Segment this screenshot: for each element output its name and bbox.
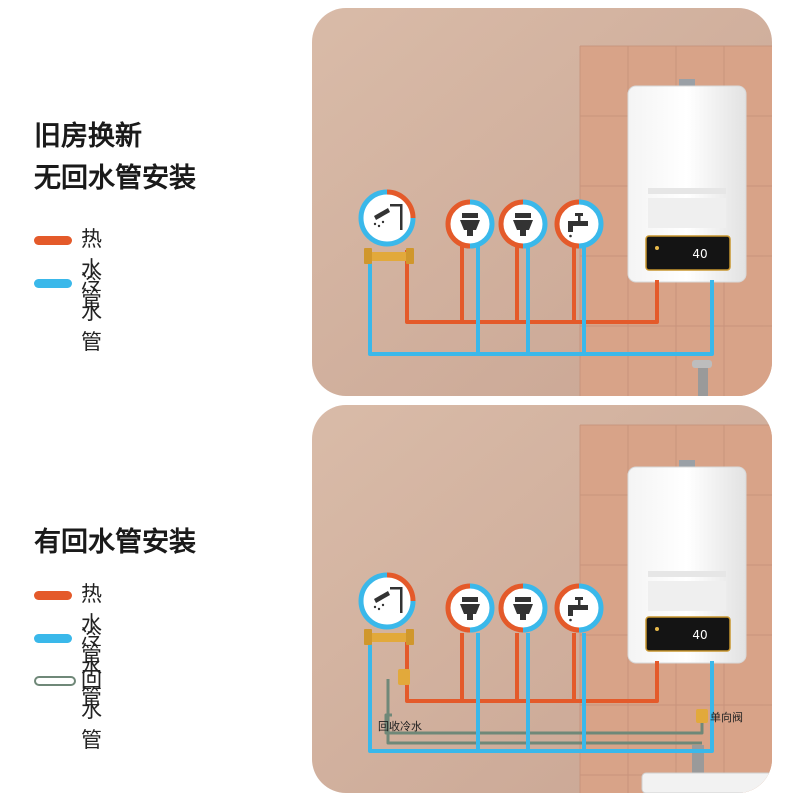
label-sticker [648, 198, 726, 228]
temperature-display: 40 [692, 628, 707, 642]
pipes [368, 243, 714, 356]
bottom-title: 有回水管安装 [34, 527, 196, 558]
hot-pipe-swatch [34, 591, 72, 600]
faucet [692, 360, 712, 396]
cold-pipe-branches [476, 633, 586, 751]
legend-label: 热水管 [81, 582, 102, 666]
check-valve-label: 单向阀 [710, 710, 743, 724]
fixture-toilet-1 [445, 583, 495, 633]
shower-icon [373, 204, 403, 230]
mixing-valve [364, 248, 414, 264]
faucet-icon [568, 213, 588, 238]
hot-pipe-swatch [34, 236, 72, 245]
return-cold-label: 回收冷水 [378, 719, 422, 733]
fixture-faucet [554, 199, 604, 249]
return-fitting [398, 669, 410, 685]
water-heater: 40 [627, 79, 747, 283]
toilet-icon [460, 597, 480, 620]
hot-pipe-main [405, 250, 659, 324]
hot-pipe-branches [460, 243, 576, 322]
water-heater: 40 [627, 460, 747, 664]
toilet-icon [513, 213, 533, 236]
fixture-toilet-1 [445, 199, 495, 249]
toilet-icon [460, 213, 480, 236]
heater-flue [679, 79, 695, 88]
temperature-display: 40 [692, 247, 707, 261]
top-diagram: 40 [312, 8, 772, 396]
legend-label: 回水管 [81, 668, 102, 752]
return-pipe-swatch [34, 676, 76, 686]
label-sticker [648, 571, 726, 577]
cold-pipe-branches [476, 243, 586, 354]
top-title-line2: 无回水管安装 [34, 163, 196, 194]
return-pipe [386, 679, 702, 745]
legend-label: 冷水管 [81, 270, 102, 354]
shower-icon [373, 587, 403, 613]
hot-pipe-branches [460, 633, 576, 701]
power-icon [655, 627, 659, 631]
cold-pipe-main [368, 250, 714, 356]
fixture-toilet-2 [498, 199, 548, 249]
fixture-toilet-2 [498, 583, 548, 633]
cold-pipe-swatch [34, 279, 72, 288]
control-panel [645, 616, 731, 652]
mixing-valve [364, 629, 414, 645]
control-panel [645, 235, 731, 271]
fixture-faucet [554, 583, 604, 633]
faucet-icon [568, 597, 588, 622]
fixture-shower [358, 572, 416, 630]
label-sticker [648, 188, 726, 194]
top-title-line1: 旧房换新 [34, 121, 142, 152]
legend-label: 冷水管 [81, 625, 102, 709]
label-sticker [648, 581, 726, 611]
toilet-icon [513, 597, 533, 620]
bottom-diagram: 40 回收冷水 单向阀 [312, 405, 772, 793]
power-icon [655, 246, 659, 250]
cold-pipe-swatch [34, 634, 72, 643]
cold-pipe-main [368, 639, 714, 753]
top-diagram-panel: 40 [312, 8, 772, 396]
bottom-diagram-panel: 40 回收冷水 单向阀 [312, 405, 772, 793]
heater-flue [679, 460, 695, 469]
fixture-shower [358, 189, 416, 247]
check-valve[interactable] [696, 709, 708, 723]
legend-label: 热水管 [81, 227, 102, 311]
